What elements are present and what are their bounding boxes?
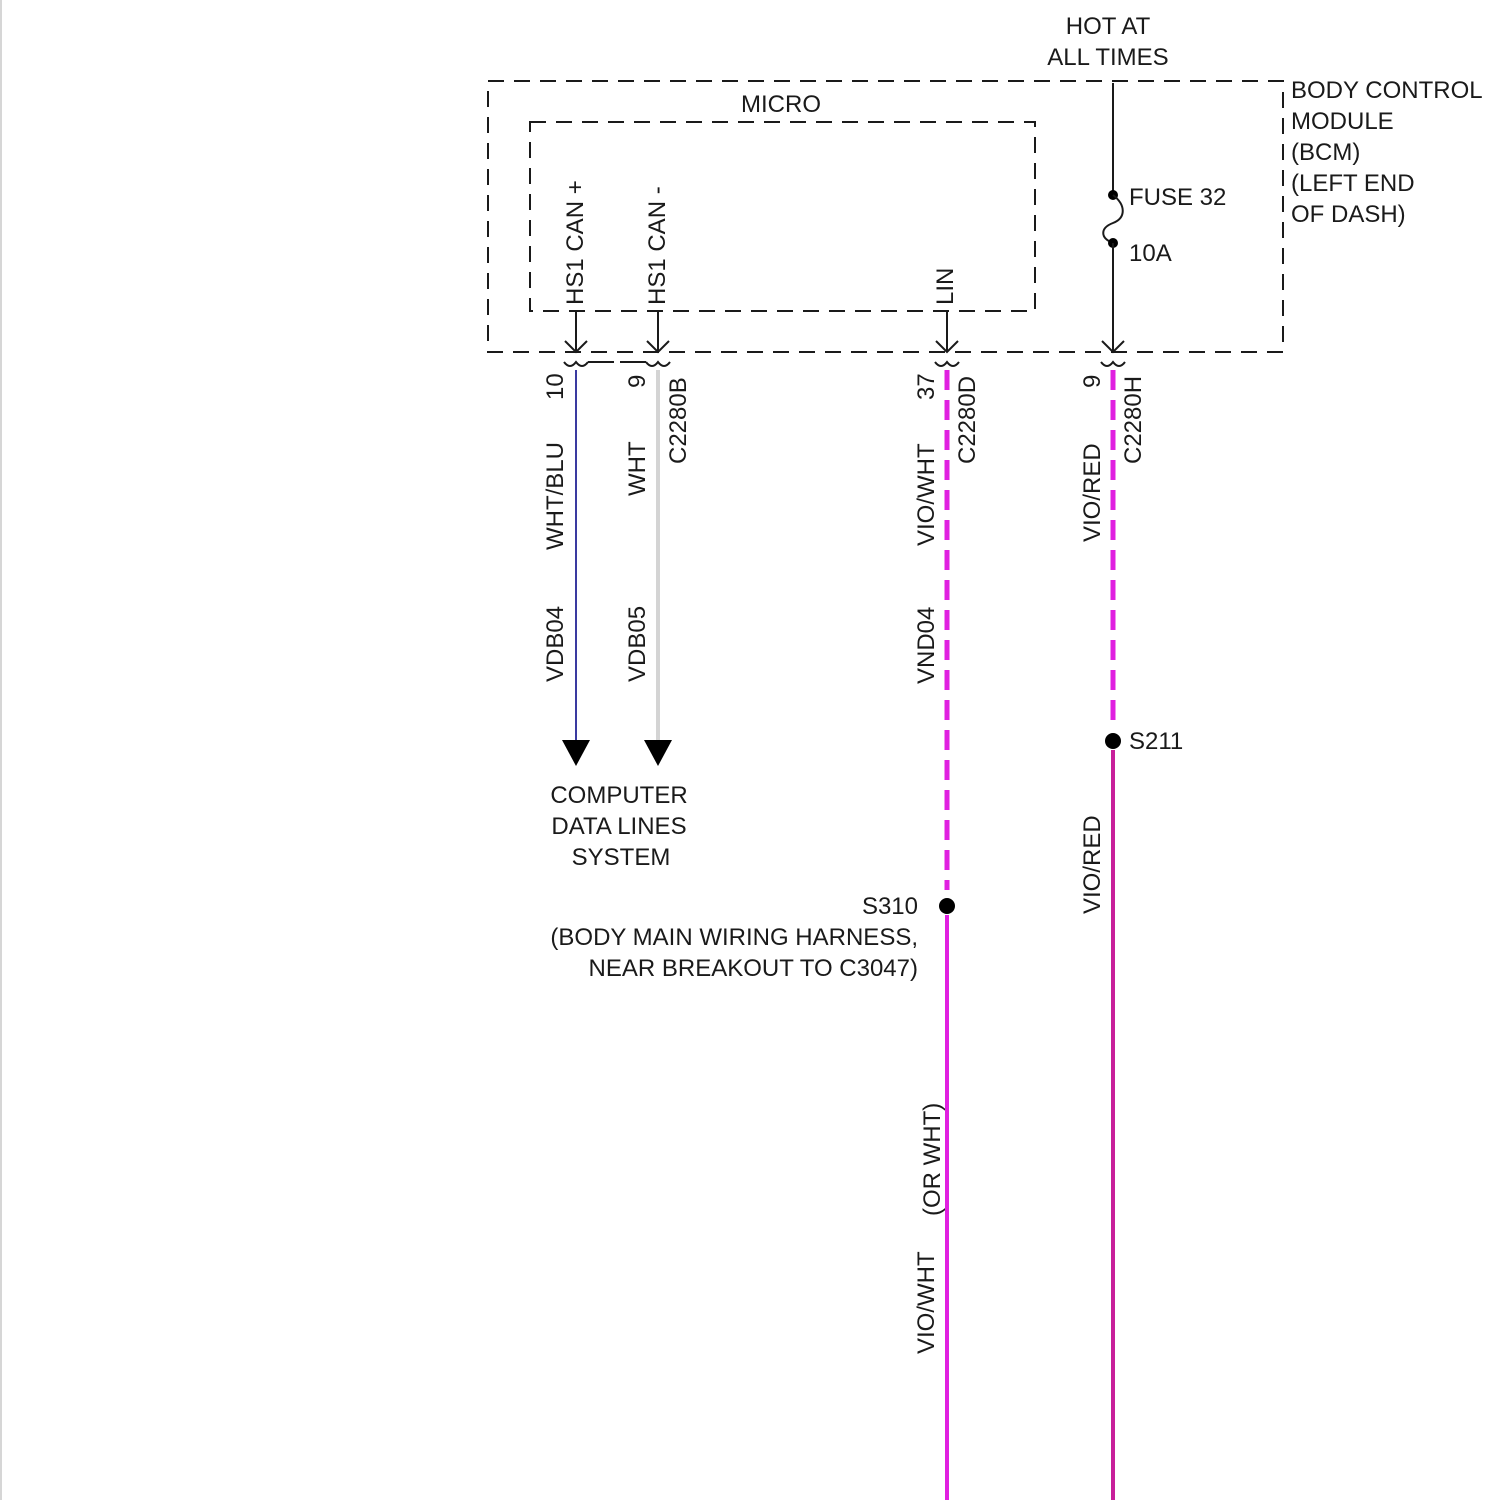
module-label-line3: (BCM) [1291,139,1360,166]
power-label-line1: HOT AT [1066,13,1151,40]
module-label-line2: MODULE [1291,108,1394,135]
connector-c2280h: C2280H [1120,376,1147,464]
micro-box [530,122,1035,311]
arrow-vdb04 [562,740,590,766]
pin-number-vdb04: 10 [542,373,569,400]
color-code-vdb04: WHT/BLU [542,442,569,550]
circuit-vdb05: VDB05 [624,606,651,682]
splice-s310-label: S310 [862,893,918,920]
color-code-vnd04: VIO/WHT [913,443,940,546]
connector-c2280b-marks [564,362,670,366]
destination-label-line2: DATA LINES [551,813,686,840]
lower-color-code-vio-red: VIO/RED [1079,815,1106,914]
color-code-vdb05: WHT [624,441,651,496]
splice-s310-note-line2: NEAR BREAKOUT TO C3047) [589,955,918,982]
pin-lin [936,311,958,352]
pin-label-can-plus: HS1 CAN + [562,180,589,305]
fuse-32 [1102,83,1124,352]
micro-label: MICRO [741,91,821,118]
pin-number-vio-red: 9 [1079,375,1106,388]
module-label-line1: BODY CONTROL [1291,77,1483,104]
connector-c2280d: C2280D [954,376,981,464]
color-code-vio-red: VIO/RED [1079,443,1106,542]
alt-color-vnd04: (OR WHT) [919,1103,946,1216]
connector-c2280b: C2280B [665,377,692,464]
power-label-line2: ALL TIMES [1047,44,1168,71]
circuit-vdb04: VDB04 [542,606,569,682]
fuse-name: FUSE 32 [1129,184,1226,211]
fuse-rating: 10A [1129,240,1172,267]
pin-number-vnd04: 37 [913,373,940,400]
pin-number-vdb05: 9 [624,375,651,388]
splice-s310-note-line1: (BODY MAIN WIRING HARNESS, [550,924,918,951]
pin-label-lin: LIN [932,268,959,305]
pin-can-plus [565,311,587,352]
splice-s211-dot [1105,733,1121,749]
splice-s211-label: S211 [1129,728,1183,755]
pin-label-can-minus: HS1 CAN - [644,186,671,305]
module-label-line5: OF DASH) [1291,201,1406,228]
module-label-line4: (LEFT END [1291,170,1415,197]
pin-can-minus [647,311,669,352]
destination-label-line3: SYSTEM [572,844,671,871]
arrow-vdb05 [644,740,672,766]
destination-label-line1: COMPUTER [550,782,687,809]
lower-color-code-vnd04: VIO/WHT [913,1251,940,1354]
connector-c2280d-marks [935,362,959,366]
circuit-vnd04: VND04 [913,607,940,684]
splice-s310-dot [939,898,955,914]
connector-c2280h-marks [1101,362,1125,366]
